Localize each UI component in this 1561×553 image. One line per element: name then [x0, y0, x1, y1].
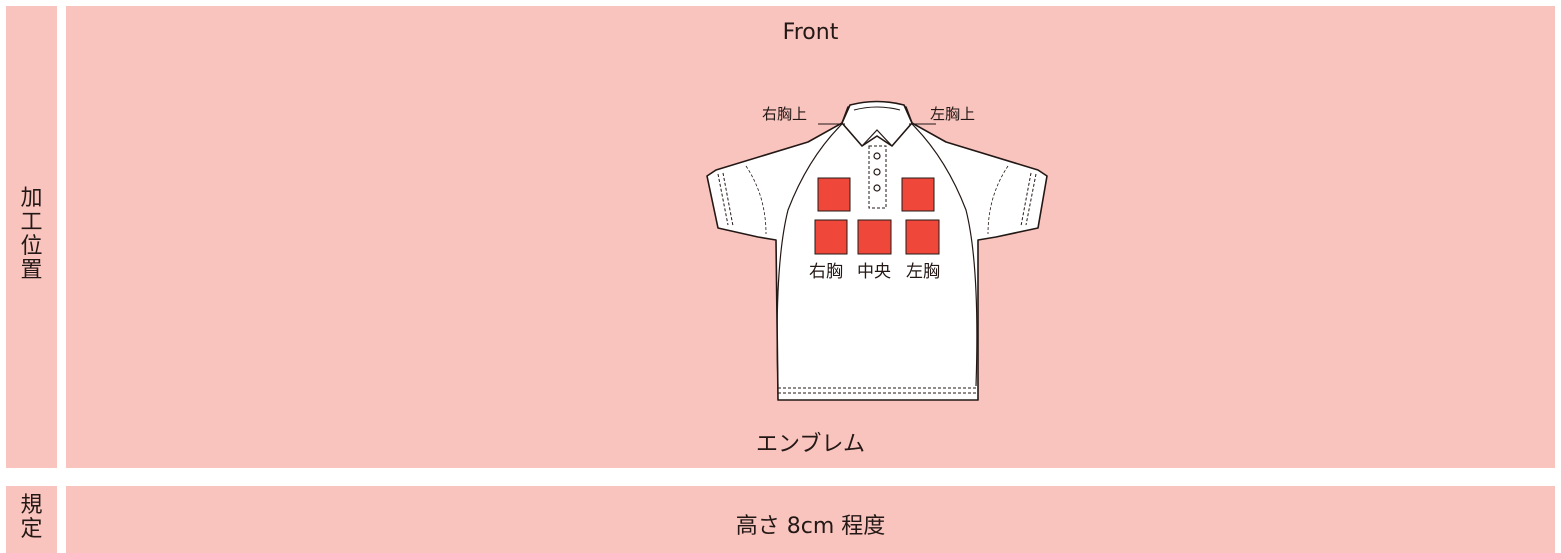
- label-center: 中央: [857, 262, 891, 282]
- label-char: 定: [20, 517, 43, 542]
- label-char: 加: [20, 186, 43, 211]
- placement-left-chest: [905, 219, 940, 255]
- label-char: 工: [20, 210, 43, 235]
- spec-section-label: 規 定: [6, 486, 57, 553]
- spec-text: 高さ 8cm 程度: [735, 514, 886, 539]
- label-char: 位: [20, 234, 43, 259]
- front-title: Front: [782, 20, 839, 45]
- label-char: 規: [20, 493, 43, 518]
- label-left-chest-upper: 左胸上: [930, 105, 975, 123]
- spec-panel: 高さ 8cm 程度: [66, 486, 1555, 553]
- spec-label-text: 規 定: [6, 494, 57, 542]
- label-char: 置: [20, 258, 43, 283]
- placement-center: [857, 219, 892, 255]
- position-label-text: 加 工 位 置: [6, 187, 57, 283]
- label-right-chest-upper: 右胸上: [762, 105, 807, 123]
- emblem-title: エンブレム: [756, 432, 865, 457]
- position-section-label: 加 工 位 置: [6, 6, 57, 468]
- placement-right-chest-upper: [817, 177, 851, 212]
- label-left-chest: 左胸: [906, 262, 940, 282]
- placement-right-chest: [814, 219, 848, 255]
- placement-left-chest-upper: [901, 177, 935, 212]
- label-right-chest: 右胸: [809, 262, 843, 282]
- position-panel: Front 右胸上 左胸上: [66, 6, 1555, 468]
- polo-shirt-diagram: 右胸上 左胸上 右胸 中央 左胸: [706, 100, 1048, 401]
